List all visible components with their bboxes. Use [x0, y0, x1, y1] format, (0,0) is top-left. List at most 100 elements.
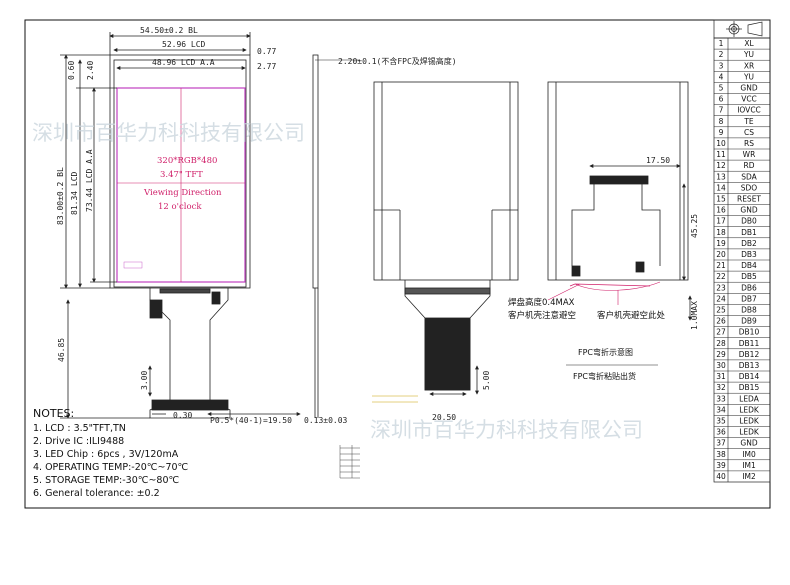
watermark-left: 深圳市百华力科科技有限公司 — [32, 121, 305, 145]
pin-signal: GND — [740, 206, 757, 215]
pin-signal: YU — [743, 72, 754, 81]
pin-number: 37 — [716, 439, 726, 448]
pin-signal: DB5 — [741, 272, 757, 281]
dim-back-17: 17.50 — [646, 156, 670, 165]
pin-number: 10 — [716, 139, 726, 148]
back-body-left — [373, 81, 519, 281]
pin-number: 24 — [716, 294, 726, 303]
pin-signal: SDO — [741, 183, 758, 192]
dim-lcd-aa-height: 73.44 LCD A.A — [85, 149, 94, 212]
pin-number: 16 — [716, 206, 726, 215]
pin-number: 18 — [716, 228, 726, 237]
pin-signal: DB12 — [739, 350, 760, 359]
dim-lcd-width: 52.96 LCD — [162, 40, 206, 49]
watermark-right: 深圳市百华力科科技有限公司 — [370, 418, 643, 442]
dim-max: 1.0MAX — [690, 301, 699, 330]
pin-number: 9 — [719, 128, 724, 137]
pin-number: 30 — [716, 361, 726, 370]
note-customer-left: 客户机壳注意避空 — [508, 310, 576, 321]
dim-fpc-thickness: 0.13±0.03 — [304, 416, 348, 425]
pin-number: 3 — [719, 61, 724, 70]
pin-number: 22 — [716, 272, 726, 281]
dim-right-offset-1: 0.77 — [257, 47, 276, 56]
pin-number: 29 — [716, 350, 726, 359]
pin-number: 17 — [716, 217, 726, 226]
pin-signal: IM2 — [742, 472, 756, 481]
pin-signal: IM0 — [742, 450, 756, 459]
notes-block: NOTES: 1. LCD : 3.5"TFT,TN 2. Drive IC :… — [33, 407, 189, 499]
note-solder-height: 焊盘高度0.4MAX — [508, 297, 575, 308]
pin-number: 31 — [716, 372, 726, 381]
pin-number: 21 — [716, 261, 726, 270]
pin-signal: DB8 — [741, 306, 757, 315]
pin-signal: DB6 — [741, 283, 757, 292]
pin-signal: IM1 — [742, 461, 756, 470]
projection-symbol-icon — [713, 19, 771, 39]
pin-number: 19 — [716, 239, 726, 248]
fpc-pad-right — [211, 291, 221, 305]
pin-signal: SDA — [741, 172, 757, 181]
pin-number: 8 — [719, 117, 724, 126]
dim-overall-height: 83.00±0.2 BL — [56, 167, 65, 225]
pin-number: 27 — [716, 328, 726, 337]
pin-number: 20 — [716, 250, 726, 259]
fpc-pad-small — [159, 288, 211, 294]
dim-top-offset-2: 2.40 — [86, 61, 95, 80]
fpc-outline — [149, 288, 231, 419]
pin-signal: LEDK — [739, 417, 760, 426]
front-view — [60, 32, 301, 419]
pin-signal: VCC — [741, 95, 757, 104]
pin-signal: DB0 — [741, 217, 757, 226]
pin-number: 26 — [716, 317, 726, 326]
pin-number: 35 — [716, 417, 726, 426]
led-circuit-diagram — [339, 445, 360, 479]
dim-overall-width: 54.50±0.2 BL — [140, 26, 198, 35]
side-view — [312, 54, 360, 418]
pin-signal: LEDK — [739, 405, 760, 414]
pin-signal: XR — [744, 61, 754, 70]
pin-number: 12 — [716, 161, 726, 170]
pin-number: 15 — [716, 195, 726, 204]
pin-signal: DB9 — [741, 317, 757, 326]
note-3: 3. LED Chip : 6pcs , 3V/120mA — [33, 449, 179, 460]
pin-number: 34 — [716, 405, 726, 414]
note-6: 6. General tolerance: ±0.2 — [33, 488, 160, 499]
pin-signal: DB2 — [741, 239, 757, 248]
dim-fpc-tail: 5.00 — [482, 371, 491, 390]
note-4: 4. OPERATING TEMP:-20℃~70℃ — [33, 462, 189, 473]
pin-signal: DB14 — [739, 372, 760, 381]
pin-signal: DB7 — [741, 294, 757, 303]
dim-back-45: 45.25 — [690, 214, 699, 238]
dim-fpc-width: 20.50 — [432, 413, 456, 422]
backlight-outline — [109, 54, 251, 289]
lcd-label-size: 3.47" TFT — [160, 170, 203, 180]
pin-signal: RESET — [737, 195, 761, 204]
pin-signal: DB11 — [739, 339, 760, 348]
dim-pitch: P0.5*(40-1)=19.50 — [210, 416, 292, 425]
pin-number: 13 — [716, 172, 726, 181]
back-view-left — [373, 81, 519, 396]
dim-lcd-aa-width: 48.96 LCD A.A — [152, 58, 215, 67]
pin-signal: YU — [743, 50, 754, 59]
pin-signal: DB15 — [739, 383, 760, 392]
pin-signal: DB13 — [739, 361, 760, 370]
lcd-label-clock: 12 o'clock — [158, 202, 202, 212]
dim-lcd-height: 81.34 LCD — [70, 171, 79, 215]
note-customer-right: 客户机壳避空此处 — [597, 310, 666, 321]
note-1: 1. LCD : 3.5"TFT,TN — [33, 423, 126, 434]
dim-fpc-length: 46.85 — [57, 338, 66, 362]
pin-number: 36 — [716, 428, 726, 437]
fpc-callout — [372, 395, 418, 403]
pin-signal: GND — [740, 439, 757, 448]
pin-number: 38 — [716, 450, 726, 459]
pin-number: 23 — [716, 283, 726, 292]
dim-pin-offset: 0.30 — [173, 411, 192, 420]
pin-number: 14 — [716, 183, 726, 192]
pin-signal: RS — [744, 139, 754, 148]
pin-number: 40 — [716, 472, 726, 481]
lcd-label-resolution: 320*RGB*480 — [157, 156, 217, 166]
note-5: 5. STORAGE TEMP:-30℃~80℃ — [33, 475, 179, 486]
lcd-tiny-label — [123, 261, 143, 269]
pin-number: 32 — [716, 383, 726, 392]
